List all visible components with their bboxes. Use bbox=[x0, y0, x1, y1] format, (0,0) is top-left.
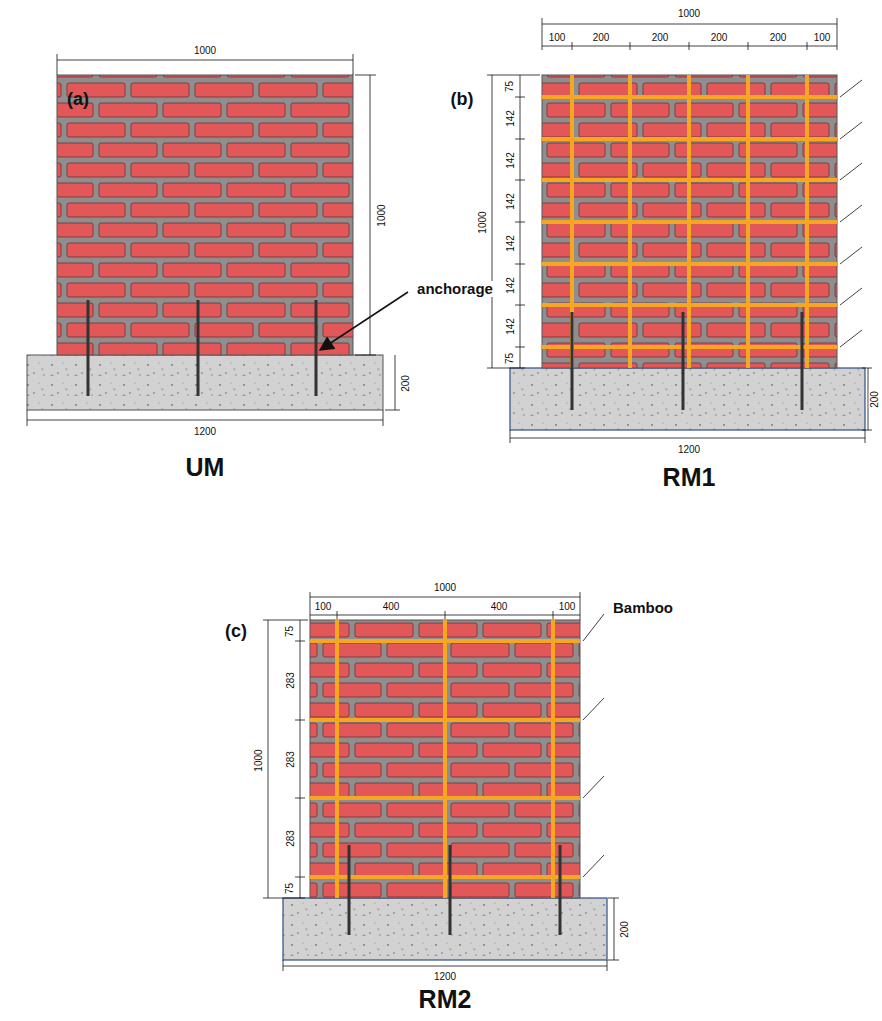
dimension-label: 142 bbox=[505, 192, 516, 211]
panel-letter: (b) bbox=[451, 90, 474, 110]
dimension-label: 200 bbox=[769, 32, 788, 43]
dimension-label: 283 bbox=[285, 750, 296, 769]
dimension-label: 1200 bbox=[193, 426, 217, 437]
dimension-label: 100 bbox=[548, 32, 567, 43]
specimen-title: UM bbox=[186, 454, 225, 482]
dimension-label: 400 bbox=[382, 601, 401, 612]
dimension-label: 283 bbox=[285, 829, 296, 848]
dimension-label: 200 bbox=[619, 920, 630, 939]
dimension-label: 142 bbox=[505, 317, 516, 336]
dimension-label: 200 bbox=[869, 390, 880, 409]
dimension-label: 1000 bbox=[193, 45, 217, 56]
dimension-label: 100 bbox=[314, 601, 333, 612]
dimension-label: 283 bbox=[285, 671, 296, 690]
dimension-label: 75 bbox=[505, 79, 516, 92]
dimension-label: 142 bbox=[505, 109, 516, 128]
dimension-label: 142 bbox=[505, 234, 516, 253]
dimension-label: 142 bbox=[505, 276, 516, 295]
dimension-label: 100 bbox=[813, 32, 832, 43]
dimension-label: 200 bbox=[651, 32, 670, 43]
dimension-label: 200 bbox=[710, 32, 729, 43]
dimension-label: 75 bbox=[285, 881, 296, 894]
dimension-label: 200 bbox=[592, 32, 611, 43]
dimension-label: 1000 bbox=[433, 582, 457, 593]
panel-letter: (c) bbox=[225, 622, 247, 642]
dimension-label: 100 bbox=[558, 601, 577, 612]
dimension-label: 1000 bbox=[477, 210, 488, 234]
dimension-label: 75 bbox=[505, 351, 516, 364]
dimension-label: 400 bbox=[490, 601, 509, 612]
callout-label: anchorage bbox=[415, 281, 495, 298]
specimen-title: RM1 bbox=[663, 464, 716, 492]
dimension-label: 75 bbox=[285, 624, 296, 637]
dimension-label: 1200 bbox=[677, 444, 701, 455]
dimension-label: 1000 bbox=[376, 203, 387, 227]
dimension-label: 1000 bbox=[677, 8, 701, 19]
dimension-label: 1200 bbox=[433, 971, 457, 982]
dimension-label: 142 bbox=[505, 151, 516, 170]
panel-letter: (a) bbox=[67, 90, 89, 110]
callout-label: Bamboo bbox=[611, 600, 675, 617]
dimension-label: 200 bbox=[400, 374, 411, 393]
dimension-label: 1000 bbox=[253, 748, 264, 772]
specimen-title: RM2 bbox=[419, 986, 472, 1014]
